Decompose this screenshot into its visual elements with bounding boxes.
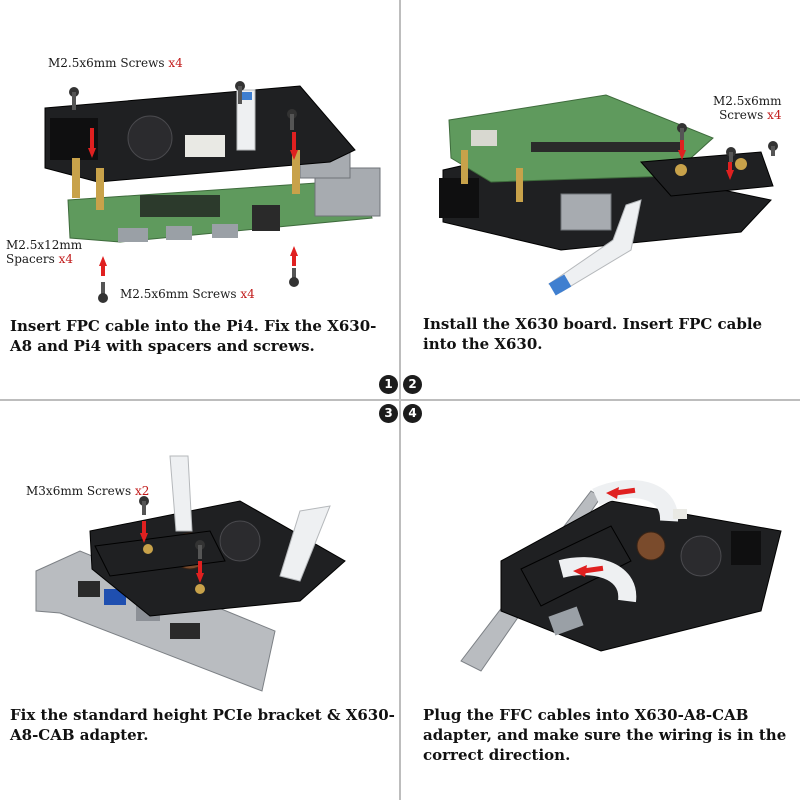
step-1-callout-bottom-screws: M2.5x6mm Screws x4 — [120, 287, 255, 301]
step-2-panel: M2.5x6mm Screws x4 Install the X630 boar… — [401, 0, 800, 399]
step-2-caption: Install the X630 board. Insert FPC cable… — [423, 315, 763, 353]
step-2-badge: 2 — [403, 375, 422, 394]
step-2-illustration — [439, 94, 778, 296]
step-4-badge: 4 — [403, 404, 422, 423]
step-1-badge: 1 — [379, 375, 398, 394]
step-3-illustration — [35, 455, 346, 692]
step-3-badge: 3 — [379, 404, 398, 423]
step-4-illustration — [460, 480, 782, 672]
horizontal-divider — [0, 399, 800, 401]
step-1-callout-top-screws: M2.5x6mm Screws x4 — [48, 56, 183, 70]
step-3-caption: Fix the standard height PCIe bracket & X… — [10, 706, 395, 744]
step-3-callout-screws: M3x6mm Screws x2 — [26, 484, 150, 498]
step-2-callout-screws: M2.5x6mm Screws x4 — [713, 94, 782, 122]
step-1-panel: M2.5x6mm Screws x4 M2.5x12mm Spacers x4 … — [0, 0, 399, 399]
step-4-caption: Plug the FFC cables into X630-A8-CAB ada… — [423, 706, 787, 764]
step-4-panel: Plug the FFC cables into X630-A8-CAB ada… — [401, 401, 800, 800]
step-1-callout-spacers: M2.5x12mm Spacers x4 — [6, 238, 83, 266]
step-1-caption: Insert FPC cable into the Pi4. Fix the X… — [10, 317, 377, 355]
step-1-illustration — [44, 81, 381, 303]
step-3-panel: M3x6mm Screws x2 Fix the standard height… — [0, 401, 399, 800]
